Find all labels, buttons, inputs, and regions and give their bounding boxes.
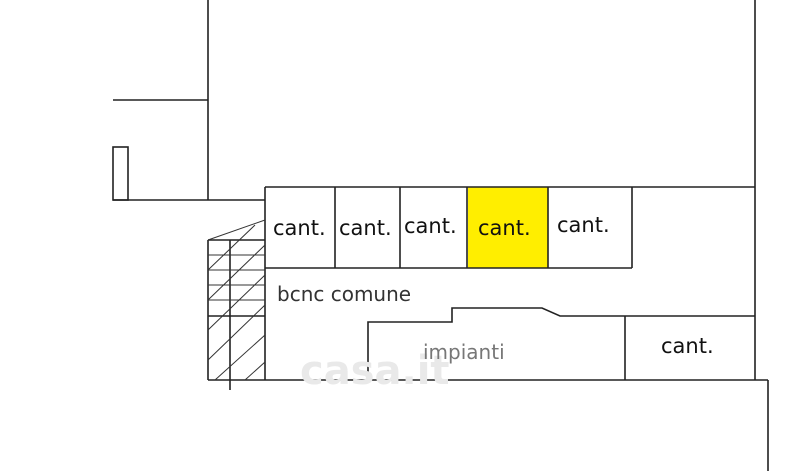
plant-room-label: impianti [423, 340, 505, 364]
stair-hatch [207, 219, 266, 381]
corridor-label: bcnc comune [277, 282, 412, 306]
cellar-label: cant. [273, 216, 326, 240]
cellar-label-highlighted: cant. [478, 216, 531, 240]
cellar-label: cant. [557, 213, 610, 237]
cellar-label: cant. [404, 214, 457, 238]
highlighted-cellar[interactable] [468, 187, 548, 268]
cellar-label: cant. [339, 216, 392, 240]
lower-cellar-label: cant. [661, 334, 714, 358]
watermark: casa.it [300, 348, 450, 394]
